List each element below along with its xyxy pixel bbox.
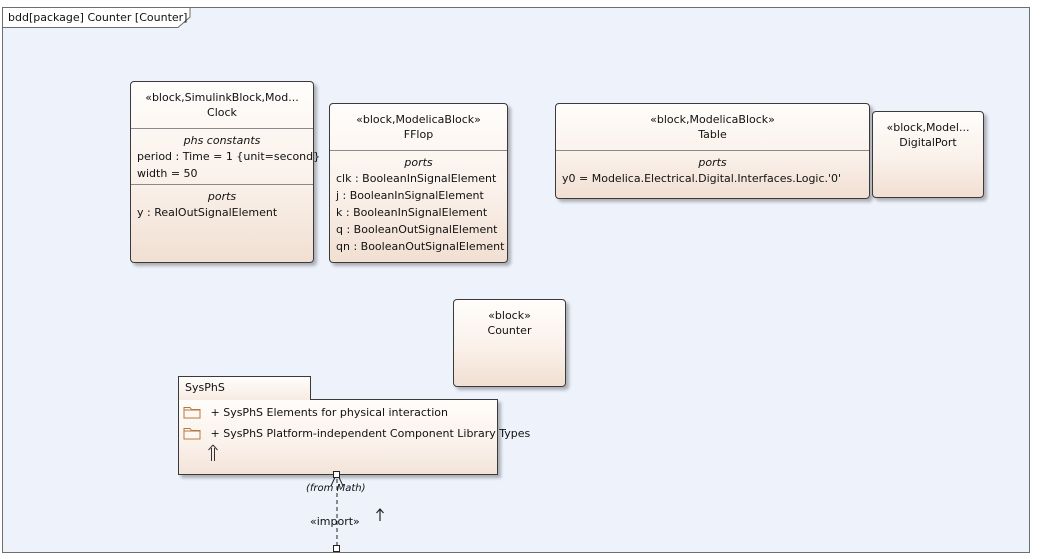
import-dependency-connector[interactable] bbox=[320, 468, 360, 558]
block-clock-stereotype: «block,SimulinkBlock,Mod... bbox=[145, 91, 299, 104]
package-sysphs[interactable]: + SysPhS Elements for physical interacti… bbox=[178, 399, 530, 475]
package-import-icon bbox=[208, 444, 218, 461]
package-sysphs-name: SysPhS bbox=[185, 381, 225, 394]
clock-constant-width: width = 50 bbox=[137, 167, 198, 180]
block-digitalport-stereotype: «block,Model... bbox=[886, 121, 970, 134]
block-counter-stereotype: «block» bbox=[488, 309, 531, 322]
frame-title-tab: bdd[package] Counter [Counter] bbox=[2, 7, 191, 28]
package-item-elements-label: + SysPhS Elements for physical interacti… bbox=[210, 405, 449, 419]
block-clock[interactable]: «block,SimulinkBlock,Mod... Clock phs co… bbox=[130, 81, 321, 263]
package-item-library-types-label: + SysPhS Platform-independent Component … bbox=[210, 426, 531, 440]
block-table[interactable]: «block,ModelicaBlock» Table ports y0 = M… bbox=[555, 103, 870, 199]
fflop-port-clk: clk : BooleanInSignalElement bbox=[336, 172, 497, 185]
fflop-port-q: q : BooleanOutSignalElement bbox=[336, 223, 498, 236]
fflop-port-k: k : BooleanInSignalElement bbox=[336, 206, 488, 219]
connector-handle-top[interactable] bbox=[333, 471, 340, 478]
fflop-ports-title: ports bbox=[404, 156, 433, 169]
folder-icon bbox=[183, 407, 201, 419]
connector-handle-bottom[interactable] bbox=[333, 545, 340, 552]
package-item-library-types[interactable]: + SysPhS Platform-independent Component … bbox=[183, 426, 530, 444]
up-arrow-icon bbox=[376, 508, 384, 521]
block-fflop-name: FFlop bbox=[403, 128, 434, 141]
import-stereotype-label: «import» bbox=[310, 515, 360, 528]
package-sysphs-tab[interactable]: SysPhS bbox=[178, 376, 311, 400]
package-item-elements[interactable]: + SysPhS Elements for physical interacti… bbox=[183, 405, 448, 423]
frame-title: bdd[package] Counter [Counter] bbox=[8, 11, 188, 24]
block-clock-name: Clock bbox=[207, 106, 237, 119]
clock-ports-title: ports bbox=[207, 190, 237, 203]
block-counter[interactable]: «block» Counter bbox=[453, 299, 566, 387]
package-from-label: (from Math) bbox=[306, 483, 366, 494]
clock-port-y: y : RealOutSignalElement bbox=[137, 206, 278, 219]
frame-tab-shape bbox=[2, 7, 191, 28]
table-ports-title: ports bbox=[698, 156, 727, 169]
fflop-port-qn: qn : BooleanOutSignalElement bbox=[336, 240, 505, 253]
block-fflop[interactable]: «block,ModelicaBlock» FFlop ports clk : … bbox=[329, 103, 508, 263]
block-table-stereotype: «block,ModelicaBlock» bbox=[650, 113, 775, 126]
block-digitalport-name: DigitalPort bbox=[899, 136, 957, 149]
block-table-name: Table bbox=[698, 128, 727, 141]
folder-icon bbox=[183, 428, 201, 440]
fflop-port-j: j : BooleanInSignalElement bbox=[336, 189, 484, 202]
clock-constant-period: period : Time = 1 {unit=second} bbox=[137, 150, 321, 163]
block-counter-name: Counter bbox=[487, 324, 532, 337]
table-port-y0: y0 = Modelica.Electrical.Digital.Interfa… bbox=[562, 172, 842, 185]
clock-constants-title: phs constants bbox=[183, 134, 261, 147]
block-digitalport[interactable]: «block,Model... DigitalPort bbox=[872, 111, 984, 198]
block-fflop-stereotype: «block,ModelicaBlock» bbox=[356, 113, 481, 126]
